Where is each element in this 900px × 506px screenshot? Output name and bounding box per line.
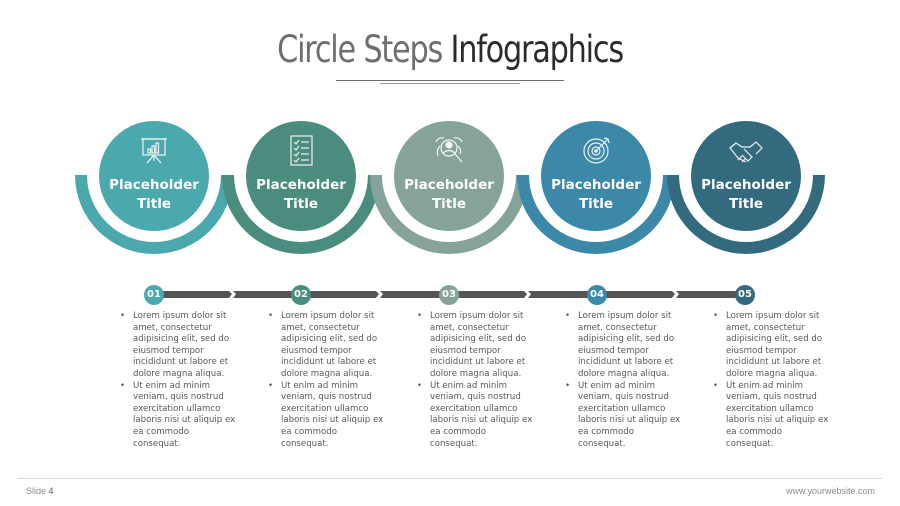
step-2-description: Lorem ipsum dolor sit amet, consectetur …	[268, 311, 386, 450]
step-4-bullet-2: Ut enim ad minim veniam, quis nostrud ex…	[565, 381, 683, 451]
handshake-icon	[729, 141, 763, 163]
arc-step-5	[667, 175, 825, 254]
step-3-description: Lorem ipsum dolor sit amet, consectetur …	[417, 311, 535, 450]
step-1-number-badge: 01	[144, 285, 164, 305]
step-4-title-line1: Placeholder	[551, 177, 641, 193]
step-3-bullet-1: Lorem ipsum dolor sit amet, consectetur …	[417, 311, 535, 381]
step-2-bullet-2: Ut enim ad minim veniam, quis nostrud ex…	[268, 381, 386, 451]
circle-step-4	[541, 121, 651, 231]
step-1-bullet-1: Lorem ipsum dolor sit amet, consectetur …	[120, 311, 238, 381]
title-underline-secondary	[380, 83, 520, 84]
arc-step-4	[517, 175, 675, 254]
step-2-title-line1: Placeholder	[256, 177, 346, 193]
step-5-title-line2: Title	[728, 196, 764, 212]
circle-step-2	[246, 121, 356, 231]
step-5-bullet-2: Ut enim ad minim veniam, quis nostrud ex…	[713, 381, 831, 451]
footer-divider	[18, 478, 882, 479]
website-link[interactable]: www.yourwebsite.com	[785, 486, 875, 496]
step-5-bullet-1: Lorem ipsum dolor sit amet, consectetur …	[713, 311, 831, 381]
slide-number-value: 4	[48, 486, 54, 496]
title-underline	[336, 80, 564, 81]
title-part-2: Infographics	[450, 28, 624, 71]
step-1-description: Lorem ipsum dolor sit amet, consectetur …	[120, 311, 238, 450]
step-5-title: Placeholder Title	[691, 176, 801, 214]
circle-step-1	[99, 121, 209, 231]
step-2-bullet-1: Lorem ipsum dolor sit amet, consectetur …	[268, 311, 386, 381]
step-1-bullet-2: Ut enim ad minim veniam, quis nostrud ex…	[120, 381, 238, 451]
step-5-title-line1: Placeholder	[701, 177, 791, 193]
step-1-title: Placeholder Title	[99, 176, 209, 214]
slide-title: Circle Steps Infographics	[81, 28, 819, 71]
step-4-number-badge: 04	[587, 285, 607, 305]
circle-step-5	[691, 121, 801, 231]
step-3-title-line2: Title	[431, 196, 467, 212]
target-icon	[583, 137, 610, 164]
step-3-title-line1: Placeholder	[404, 177, 494, 193]
step-2-number-badge: 02	[291, 285, 311, 305]
step-4-title: Placeholder Title	[541, 176, 651, 214]
arc-step-2	[222, 175, 380, 254]
step-3-bullet-2: Ut enim ad minim veniam, quis nostrud ex…	[417, 381, 535, 451]
slide-number: Slide 4	[26, 486, 54, 496]
step-2-title-line2: Title	[283, 196, 319, 212]
step-2-title: Placeholder Title	[246, 176, 356, 214]
arc-step-3	[370, 175, 528, 254]
checklist-icon	[290, 135, 313, 166]
circle-step-3	[394, 121, 504, 231]
step-3-title: Placeholder Title	[394, 176, 504, 214]
arc-step-1	[75, 175, 233, 254]
presentation-chart-icon	[141, 138, 167, 164]
step-4-description: Lorem ipsum dolor sit amet, consectetur …	[565, 311, 683, 450]
step-5-description: Lorem ipsum dolor sit amet, consectetur …	[713, 311, 831, 450]
step-4-title-line2: Title	[578, 196, 614, 212]
user-search-icon	[435, 137, 463, 163]
slide-label: Slide	[26, 486, 49, 496]
step-1-title-line2: Title	[136, 196, 172, 212]
step-4-bullet-1: Lorem ipsum dolor sit amet, consectetur …	[565, 311, 683, 381]
title-part-1: Circle Steps	[277, 28, 451, 71]
step-5-number-badge: 05	[735, 285, 755, 305]
step-3-number-badge: 03	[439, 285, 459, 305]
step-1-title-line1: Placeholder	[109, 177, 199, 193]
